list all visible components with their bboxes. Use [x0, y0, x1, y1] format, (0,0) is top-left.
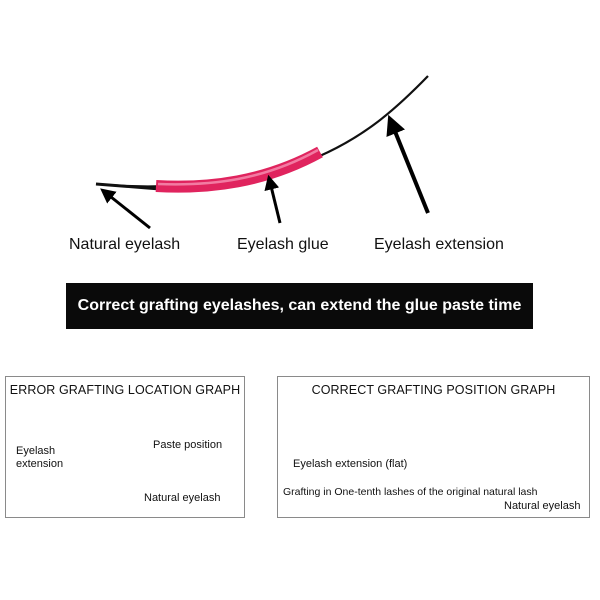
banner-text: Correct grafting eyelashes, can extend t… [77, 297, 522, 314]
correct-natural-eyelash-label: Natural eyelash [504, 500, 581, 512]
eyelash-glue-label: Eyelash glue [237, 236, 329, 253]
eyelash-glue-arrow [264, 174, 282, 224]
correct-panel-title: CORRECT GRAFTING POSITION GRAPH [311, 383, 556, 397]
paste-position-label: Paste position [153, 439, 223, 451]
error-panel-title: ERROR GRAFTING LOCATION GRAPH [9, 383, 241, 397]
natural-eyelash-label: Natural eyelash [69, 236, 181, 253]
error-extension-label-1: Eyelash [16, 445, 56, 457]
eyelash-glue-segment [155, 146, 323, 193]
eyelash-extension-label: Eyelash extension [374, 236, 504, 253]
natural-eyelash-line [95, 182, 161, 191]
grafting-note-label: Grafting in One-tenth lashes of the orig… [283, 486, 538, 498]
error-extension-label-2: extension [16, 458, 64, 470]
error-panel: ERROR GRAFTING LOCATION GRAPH [5, 376, 245, 518]
eyelash-extension-arrow [386, 114, 430, 214]
error-natural-eyelash-label: Natural eyelash [144, 492, 221, 504]
natural-eyelash-arrow [100, 188, 151, 230]
correct-extension-label: Eyelash extension (flat) [293, 458, 408, 470]
correct-panel: CORRECT GRAFTING POSITION GRAPH [277, 376, 590, 518]
banner: Correct grafting eyelashes, can extend t… [66, 283, 533, 329]
